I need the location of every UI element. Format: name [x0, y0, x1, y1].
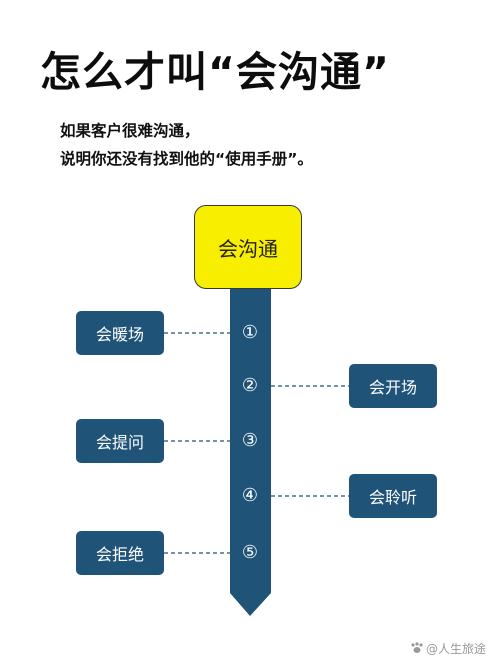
step-number-3: ③ [241, 430, 259, 451]
node-opening: 会开场 [349, 364, 437, 408]
step-number-2: ② [241, 375, 259, 396]
watermark: @人生旅途 [410, 640, 486, 657]
step-number-5: ⑤ [241, 542, 259, 563]
node-refusing: 会拒绝 [76, 531, 164, 575]
node-listening: 会聆听 [349, 474, 437, 518]
node-warm-up: 会暖场 [76, 311, 164, 355]
page-title: 怎么才叫“会沟通” [40, 48, 390, 96]
node-questioning: 会提问 [76, 419, 164, 463]
paw-icon [410, 642, 424, 654]
subtitle-line-1: 如果客户很难沟通， [60, 122, 200, 140]
timeline-arrow [230, 289, 271, 616]
center-box: 会沟通 [194, 205, 302, 289]
step-number-1: ① [241, 322, 259, 343]
watermark-text: @人生旅途 [425, 642, 486, 656]
subtitle-line-2: 说明你还没有找到他的“使用手册”。 [60, 150, 313, 168]
step-number-4: ④ [241, 485, 259, 506]
